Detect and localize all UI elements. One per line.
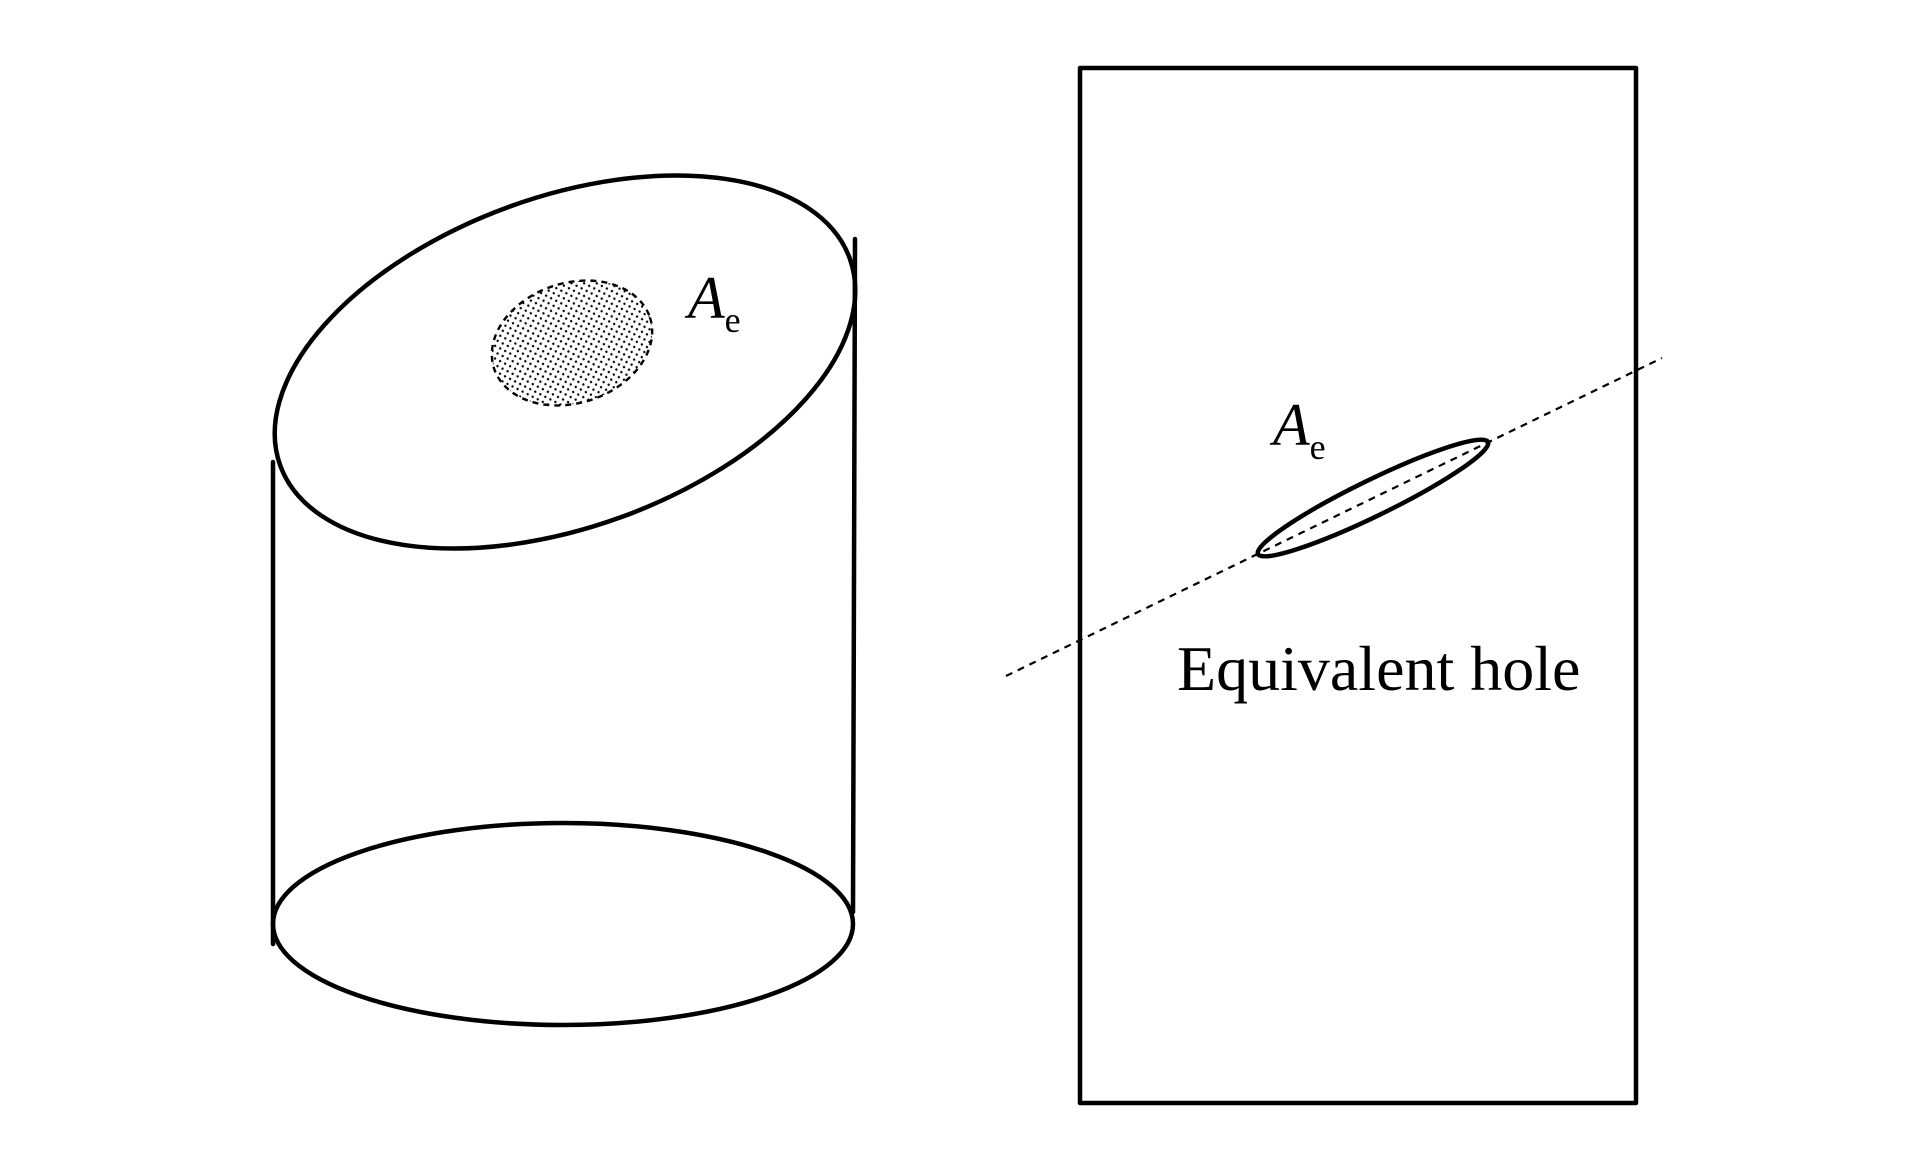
plate-panel: Ae Equivalent hole [1005, 65, 1663, 1106]
cylinder-bottom-ellipse [270, 820, 856, 1028]
hole-axis-dashed-line [1005, 357, 1663, 677]
cut-cylinder: Ae [270, 173, 858, 1028]
left-area-label: Ae [684, 265, 741, 340]
equivalent-hole-ellipse [1255, 437, 1491, 559]
equivalent-hole-caption: Equivalent hole [1177, 633, 1580, 704]
right-area-label: Ae [1269, 392, 1326, 467]
plate-rectangle [1077, 65, 1639, 1106]
equivalent-area-patch [490, 279, 654, 407]
cylinder-oblique-top-ellipse [272, 173, 858, 551]
cylinder-right-side [850, 236, 858, 915]
